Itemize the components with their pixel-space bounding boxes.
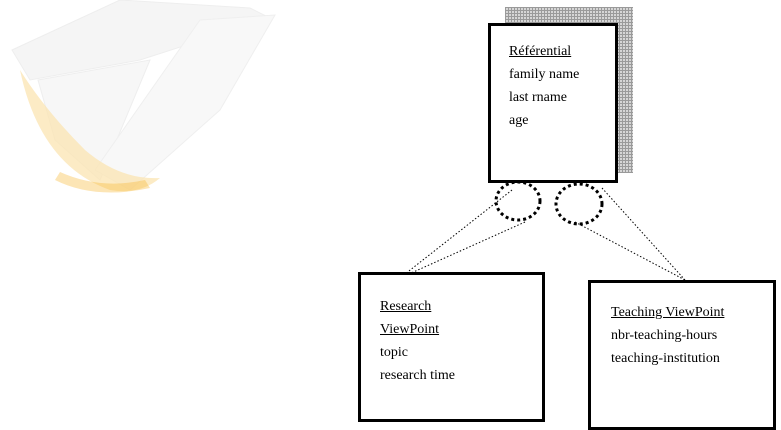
research-field-topic: topic (380, 345, 408, 360)
diagram-canvas (11, 0, 686, 281)
connector-lines (399, 187, 686, 281)
referential-field-last-name: last rname (509, 90, 567, 105)
referential-field-family-name: family name (509, 67, 580, 82)
teaching-field-nbr-hours: nbr-teaching-hours (611, 328, 718, 343)
research-field-research-time: research time (380, 368, 456, 383)
teaching-title: Teaching ViewPoint (611, 305, 725, 320)
connector-research-left (399, 189, 513, 279)
referential-title: Référential (509, 44, 572, 59)
teaching-viewpoint-box: Teaching ViewPoint nbr-teaching-hours te… (588, 280, 776, 430)
watermark-logo-icon (11, 0, 276, 193)
connector-teaching-left (574, 221, 686, 281)
teaching-field-institution: teaching-institution (611, 351, 720, 366)
connector-teaching-right (601, 187, 686, 281)
research-title-line2: ViewPoint (380, 322, 440, 337)
connector-joints (494, 180, 604, 226)
referential-box: Référential family name last rname age (488, 23, 618, 183)
research-title-line1: Research (380, 299, 432, 314)
joint-teaching (554, 182, 604, 226)
research-viewpoint-box: Research ViewPoint topic research time (358, 272, 545, 422)
referential-field-age: age (509, 113, 529, 128)
connector-research-right (399, 221, 526, 279)
joint-research (494, 180, 542, 222)
